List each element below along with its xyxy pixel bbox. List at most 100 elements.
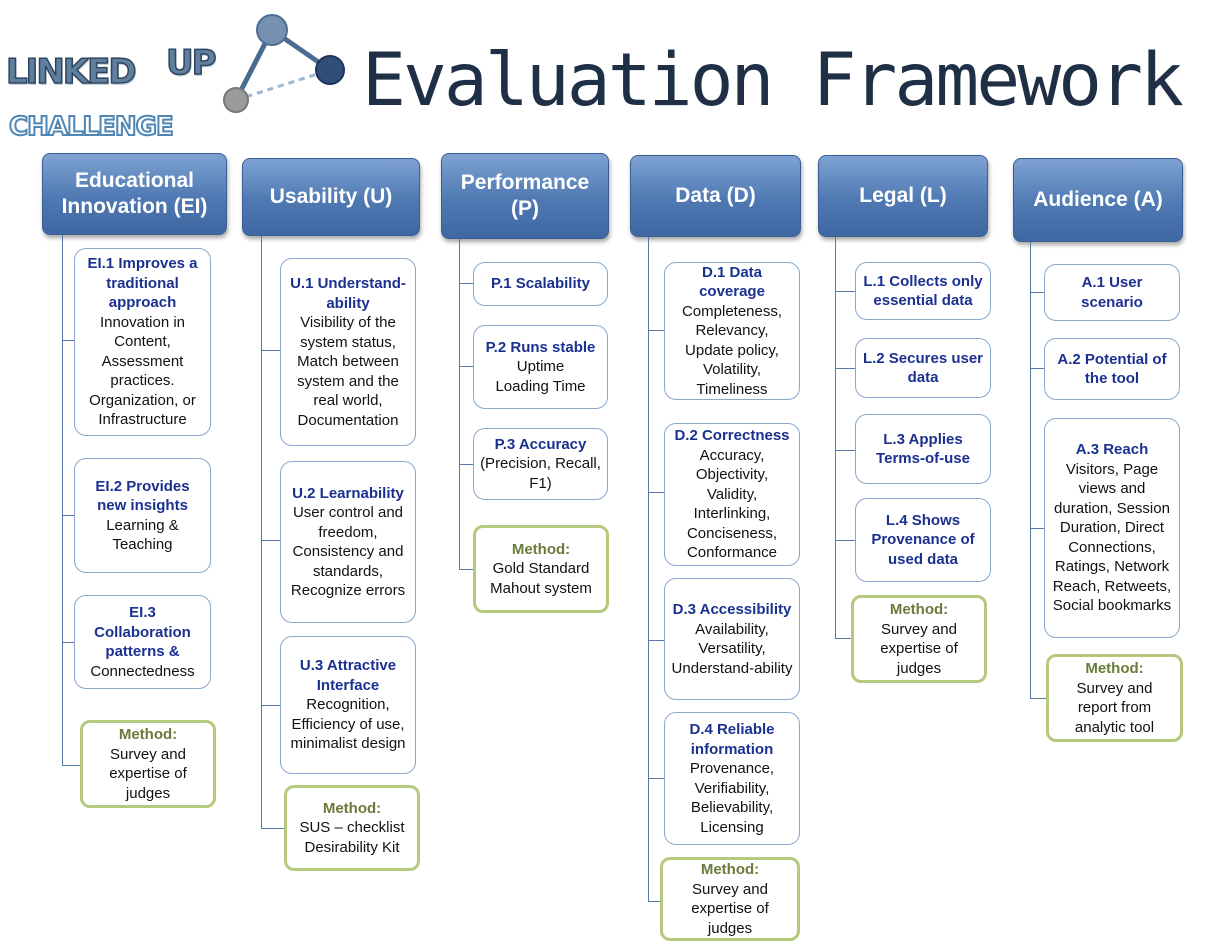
criterion-box-l-4: L.4 Shows Provenance of used data xyxy=(855,498,991,582)
connector-p-3 xyxy=(459,464,473,465)
connector-a-1 xyxy=(1030,292,1044,293)
connector-a-3 xyxy=(1030,528,1044,529)
criterion-box-u-2: U.2 Learnability User control and freedo… xyxy=(280,461,416,623)
connector-d-m xyxy=(648,901,660,902)
criterion-box-u-1: U.1 Understand-ability Visibility of the… xyxy=(280,258,416,446)
method-box-audience: Method: Survey and report from analytic … xyxy=(1046,654,1183,742)
category-header-data: Data (D) xyxy=(630,155,801,237)
criterion-desc: Innovation in Content, Assessment practi… xyxy=(89,313,196,429)
method-desc: Gold Standard Mahout system xyxy=(490,560,592,597)
method-label: Method: xyxy=(322,799,382,817)
connector-data xyxy=(648,237,649,901)
connector-u-1 xyxy=(261,350,280,351)
category-header-legal: Legal (L) xyxy=(818,155,988,237)
criterion-desc: Availability, Versatility, Understand-ab… xyxy=(671,620,793,677)
connector-u-2 xyxy=(261,540,280,541)
criterion-desc: Visibility of the system status, Match b… xyxy=(297,314,399,429)
method-box-legal: Method: Survey and expertise of judges xyxy=(851,595,987,683)
connector-ei-3 xyxy=(62,642,74,643)
category-header-audience: Audience (A) xyxy=(1013,158,1183,242)
criterion-box-a-2: A.2 Potential of the tool xyxy=(1044,338,1180,400)
connector-p-1 xyxy=(459,283,473,284)
method-label: Method: xyxy=(700,861,760,878)
method-label: Method: xyxy=(118,726,178,743)
criterion-title: D.1 Data coverage xyxy=(699,263,765,301)
method-box-ei: Method: Survey and expertise of judges xyxy=(80,720,216,808)
criterion-title: L.1 Collects only essential data xyxy=(863,272,983,310)
criterion-box-p-3: P.3 Accuracy (Precision, Recall, F1) xyxy=(473,428,608,500)
method-box-data: Method: Survey and expertise of judges xyxy=(660,857,800,941)
criterion-title: U.2 Learnability xyxy=(292,484,404,502)
logo-word-up: UP xyxy=(165,42,217,84)
criterion-box-l-1: L.1 Collects only essential data xyxy=(855,262,991,320)
criterion-title: P.1 Scalability xyxy=(491,275,590,293)
criterion-title: U.1 Understand-ability xyxy=(290,275,406,312)
connector-usability xyxy=(261,236,262,828)
logo-word-challenge: CHALLENGE xyxy=(8,111,175,143)
method-label: Method: xyxy=(1085,660,1144,677)
connector-d-2 xyxy=(648,492,664,493)
criterion-box-u-3: U.3 Attractive Interface Recognition, Ef… xyxy=(280,636,416,774)
connector-l-1 xyxy=(835,291,855,292)
method-box-performance: Method: Gold Standard Mahout system xyxy=(473,525,609,613)
criterion-desc: Visitors, Page views and duration, Sessi… xyxy=(1052,460,1172,615)
method-desc: Survey and expertise of judges xyxy=(880,620,958,677)
connector-p-2 xyxy=(459,366,473,367)
connector-ei-1 xyxy=(62,340,74,341)
connector-ei-m xyxy=(62,765,80,766)
criterion-title: L.3 Applies Terms-of-use xyxy=(876,430,970,468)
method-desc: Survey and report from analytic tool xyxy=(1074,679,1155,736)
criterion-desc: Provenance, Verifiability, Believability… xyxy=(689,760,775,836)
criterion-desc: User control and freedom, Consistency an… xyxy=(290,504,406,599)
connector-l-2 xyxy=(835,368,855,369)
criterion-title: P.2 Runs stable xyxy=(485,338,596,356)
page-title: Evaluation Framework xyxy=(362,38,1184,123)
connector-l-3 xyxy=(835,450,855,451)
criterion-desc: Learning & Teaching xyxy=(106,516,179,554)
method-label: Method: xyxy=(889,601,949,618)
criterion-desc: Uptime Loading Time xyxy=(495,358,586,395)
criterion-box-l-3: L.3 Applies Terms-of-use xyxy=(855,414,991,484)
method-label: Method: xyxy=(511,540,571,558)
criterion-title: EI.2 Provides new insights xyxy=(95,477,190,515)
criterion-box-d-2: D.2 Correctness Accuracy, Objectivity, V… xyxy=(664,423,800,566)
criterion-box-a-1: A.1 User scenario xyxy=(1044,264,1180,321)
criterion-title: D.4 Reliable information xyxy=(689,721,775,758)
connector-d-3 xyxy=(648,640,664,641)
criterion-box-p-2: P.2 Runs stable Uptime Loading Time xyxy=(473,325,608,409)
connector-ei-2 xyxy=(62,515,74,516)
connector-d-4 xyxy=(648,778,664,779)
connector-ei xyxy=(62,235,63,765)
criterion-box-p-1: P.1 Scalability xyxy=(473,262,608,306)
criterion-box-ei-3: EI.3 Collaboration patterns & Connectedn… xyxy=(74,595,211,689)
connector-l-m xyxy=(835,638,851,639)
criterion-box-ei-2: EI.2 Provides new insights Learning & Te… xyxy=(74,458,211,573)
criterion-title: U.3 Attractive Interface xyxy=(299,657,397,694)
logo-word-linked: LINKED xyxy=(5,51,137,93)
criterion-desc: Connectedness xyxy=(90,662,195,680)
criterion-title: L.4 Shows Provenance of used data xyxy=(871,511,975,568)
criterion-title: A.1 User scenario xyxy=(1081,274,1143,311)
criterion-desc: (Precision, Recall, F1) xyxy=(480,455,601,492)
linkedup-logo: LINKED UP CHALLENGE xyxy=(0,0,350,145)
method-box-usability: Method: SUS – checklist Desirability Kit xyxy=(284,785,420,871)
criterion-box-d-1: D.1 Data coverage Completeness, Relevanc… xyxy=(664,262,800,400)
criterion-title: L.2 Secures user data xyxy=(862,349,984,387)
criterion-desc: Recognition, Efficiency of use, minimali… xyxy=(290,696,406,753)
criterion-box-ei-1: EI.1 Improves a traditional approach Inn… xyxy=(74,248,211,436)
criterion-desc: Completeness, Relevancy, Update policy, … xyxy=(681,302,783,398)
connector-a-2 xyxy=(1030,368,1044,369)
criterion-title: EI.3 Collaboration patterns & xyxy=(94,604,191,660)
criterion-box-d-3: D.3 Accessibility Availability, Versatil… xyxy=(664,578,800,700)
criterion-title: P.3 Accuracy xyxy=(494,435,587,453)
criterion-desc: Accuracy, Objectivity, Validity, Interli… xyxy=(686,446,778,562)
network-logo-icon xyxy=(223,14,345,113)
criterion-box-d-4: D.4 Reliable information Provenance, Ver… xyxy=(664,712,800,845)
criterion-box-a-3: A.3 Reach Visitors, Page views and durat… xyxy=(1044,418,1180,638)
connector-d-1 xyxy=(648,330,664,331)
criterion-title: D.2 Correctness xyxy=(674,427,790,445)
criterion-title: A.3 Reach xyxy=(1075,441,1149,459)
connector-legal xyxy=(835,237,836,638)
category-header-ei: Educational Innovation (EI) xyxy=(42,153,227,235)
criterion-box-l-2: L.2 Secures user data xyxy=(855,338,991,398)
